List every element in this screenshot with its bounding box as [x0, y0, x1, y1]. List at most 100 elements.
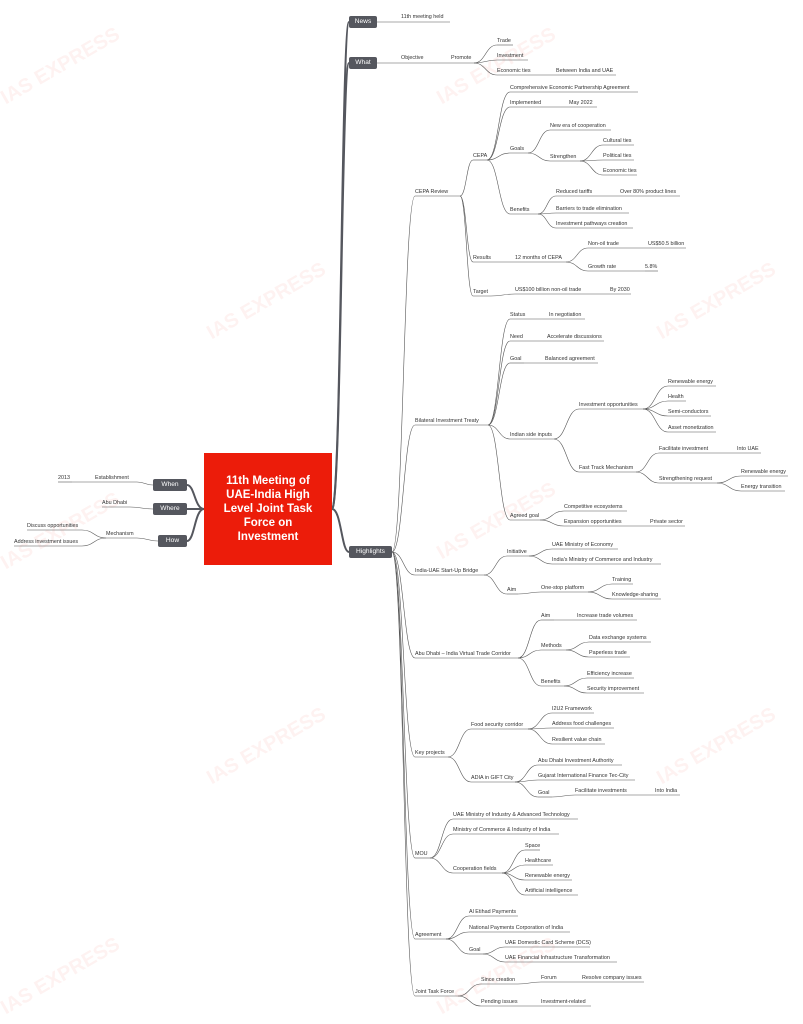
- node-cultural-ties[interactable]: Cultural ties: [603, 138, 632, 144]
- node-i2u2[interactable]: I2U2 Framework: [552, 706, 592, 712]
- node-address-investment-issues[interactable]: Address investment issues: [14, 539, 79, 545]
- node-competitive[interactable]: Competitive ecosystems: [564, 504, 623, 510]
- node-cepa[interactable]: CEPA: [473, 153, 488, 159]
- node-12-months[interactable]: 12 months of CEPA: [515, 255, 562, 261]
- node-space[interactable]: Space: [525, 843, 541, 849]
- node-bit[interactable]: Bilateral Investment Treaty: [415, 418, 479, 424]
- node-dcs[interactable]: UAE Domestic Card Scheme (DCS): [505, 940, 591, 946]
- branch-highlights[interactable]: Highlights: [349, 546, 392, 558]
- node-gift-city[interactable]: Gujarat International Finance Tec-City: [538, 773, 629, 779]
- node-resolve-issues[interactable]: Resolve company issues: [582, 975, 642, 981]
- node-reduced-tariffs[interactable]: Reduced tariffs: [556, 189, 593, 195]
- node-strengthen[interactable]: Strengthen: [550, 154, 577, 160]
- node-5-8-pct[interactable]: 5.8%: [645, 264, 658, 270]
- node-into-india[interactable]: Into India: [655, 788, 678, 794]
- branch-how[interactable]: How: [158, 535, 187, 547]
- central-topic[interactable]: 11th Meeting of UAE-India High Level Joi…: [204, 453, 332, 565]
- node-health[interactable]: Health: [668, 394, 684, 400]
- node-investment-pathways[interactable]: Investment pathways creation: [556, 221, 628, 227]
- node-investment-opportunities[interactable]: Investment opportunities: [579, 402, 638, 408]
- node-ai[interactable]: Artificial intelligence: [525, 888, 573, 894]
- node-resilient[interactable]: Resilient value chain: [552, 737, 602, 743]
- node-joint-task-force[interactable]: Joint Task Force: [415, 989, 455, 995]
- node-barriers[interactable]: Barriers to trade elimination: [556, 206, 622, 212]
- node-benefits[interactable]: Benefits: [510, 207, 530, 213]
- node-2013[interactable]: 2013: [58, 475, 70, 481]
- node-new-era[interactable]: New era of cooperation: [550, 123, 606, 129]
- node-target[interactable]: Target: [473, 289, 488, 295]
- node-key-projects[interactable]: Key projects: [415, 750, 445, 756]
- node-mou-renewable[interactable]: Renewable energy: [525, 873, 570, 879]
- node-healthcare[interactable]: Healthcare: [525, 858, 552, 864]
- node-food-security[interactable]: Food security corridor: [471, 722, 524, 728]
- node-training[interactable]: Training: [612, 577, 632, 583]
- node-knowledge-sharing[interactable]: Knowledge-sharing: [612, 592, 659, 598]
- node-discuss-opportunities[interactable]: Discuss opportunities: [27, 523, 79, 529]
- node-paperless[interactable]: Paperless trade: [589, 650, 627, 656]
- node-accelerate[interactable]: Accelerate discussions: [547, 334, 602, 340]
- node-al-etihad[interactable]: Al Etihad Payments: [469, 909, 517, 915]
- node-non-oil-trade[interactable]: Non-oil trade: [588, 241, 619, 247]
- node-facilitate-investments[interactable]: Facilitate investments: [575, 788, 627, 794]
- node-implemented[interactable]: Implemented: [510, 100, 542, 106]
- branch-where[interactable]: Where: [153, 503, 187, 515]
- node-over-80[interactable]: Over 80% product lines: [620, 189, 677, 195]
- node-economic-ties-2[interactable]: Economic ties: [603, 168, 637, 174]
- node-status[interactable]: Status: [510, 312, 526, 318]
- node-50-5-billion[interactable]: US$50.5 billion: [648, 241, 685, 247]
- node-objective[interactable]: Objective: [401, 55, 424, 61]
- node-india-ministry-commerce[interactable]: India's Ministry of Commerce and Industr…: [552, 557, 653, 563]
- node-expansion[interactable]: Expansion opportunities: [564, 519, 622, 525]
- node-political-ties[interactable]: Political ties: [603, 153, 632, 159]
- node-energy-transition[interactable]: Energy transition: [741, 484, 782, 490]
- node-may-2022[interactable]: May 2022: [569, 100, 593, 106]
- node-100-billion[interactable]: US$100 billion non-oil trade: [515, 287, 582, 293]
- node-vtc-benefits[interactable]: Benefits: [541, 679, 561, 685]
- node-adia-full[interactable]: Abu Dhabi Investment Authority: [538, 758, 614, 764]
- node-mechanism[interactable]: Mechanism: [106, 531, 134, 537]
- node-renewable-energy-2[interactable]: Renewable energy: [741, 469, 786, 475]
- node-agr-goal[interactable]: Goal: [469, 947, 481, 953]
- node-trade[interactable]: Trade: [497, 38, 511, 44]
- node-strengthening-request[interactable]: Strengthening request: [659, 476, 713, 482]
- branch-when[interactable]: When: [153, 479, 187, 491]
- node-address-food[interactable]: Address food challenges: [552, 721, 612, 727]
- node-npci[interactable]: National Payments Corporation of India: [469, 925, 564, 931]
- node-one-stop[interactable]: One-stop platform: [541, 585, 585, 591]
- node-adia-gift[interactable]: ADIA in GIFT City: [471, 775, 514, 781]
- branch-what[interactable]: What: [349, 57, 377, 69]
- node-agreement[interactable]: Agreement: [415, 932, 442, 938]
- node-uae-ministry-economy[interactable]: UAE Ministry of Economy: [552, 542, 614, 548]
- node-news-held[interactable]: 11th meeting held: [401, 14, 444, 20]
- node-indian-inputs[interactable]: Indian side inputs: [510, 432, 552, 438]
- node-between-india-uae[interactable]: Between India and UAE: [556, 68, 614, 74]
- node-startup-bridge[interactable]: India-UAE Start-Up Bridge: [415, 568, 479, 574]
- node-aim[interactable]: Aim: [507, 587, 517, 593]
- node-kp-goal[interactable]: Goal: [538, 790, 550, 796]
- node-goals[interactable]: Goals: [510, 146, 525, 152]
- node-ministry-commerce-india[interactable]: Ministry of Commerce & Industry of India: [453, 827, 551, 833]
- node-renewable-energy[interactable]: Renewable energy: [668, 379, 713, 385]
- node-since-creation[interactable]: Since creation: [481, 977, 516, 983]
- node-increase-trade[interactable]: Increase trade volumes: [577, 613, 634, 619]
- node-private-sector[interactable]: Private sector: [650, 519, 683, 525]
- node-initiative[interactable]: Initiative: [507, 549, 527, 555]
- node-establishment[interactable]: Establishment: [95, 475, 129, 481]
- node-methods[interactable]: Methods: [541, 643, 562, 649]
- node-virtual-trade-corridor[interactable]: Abu Dhabi – India Virtual Trade Corridor: [415, 651, 511, 657]
- node-results[interactable]: Results: [473, 255, 491, 261]
- node-asset-monetization[interactable]: Asset monetization: [668, 425, 714, 431]
- node-investment[interactable]: Investment: [497, 53, 524, 59]
- node-goal[interactable]: Goal: [510, 356, 522, 362]
- node-by-2030[interactable]: By 2030: [610, 287, 630, 293]
- node-agreed-goal[interactable]: Agreed goal: [510, 513, 540, 519]
- node-economic-ties[interactable]: Economic ties: [497, 68, 531, 74]
- node-fit[interactable]: UAE Financial Infrastructure Transformat…: [505, 955, 610, 961]
- node-pending-issues[interactable]: Pending issues: [481, 999, 518, 1005]
- branch-news[interactable]: News: [349, 16, 377, 28]
- node-security[interactable]: Security improvement: [587, 686, 640, 692]
- node-cepa-full[interactable]: Comprehensive Economic Partnership Agree…: [510, 85, 630, 91]
- node-vtc-aim[interactable]: Aim: [541, 613, 551, 619]
- node-growth-rate[interactable]: Growth rate: [588, 264, 617, 270]
- node-cepa-review[interactable]: CEPA Review: [415, 189, 449, 195]
